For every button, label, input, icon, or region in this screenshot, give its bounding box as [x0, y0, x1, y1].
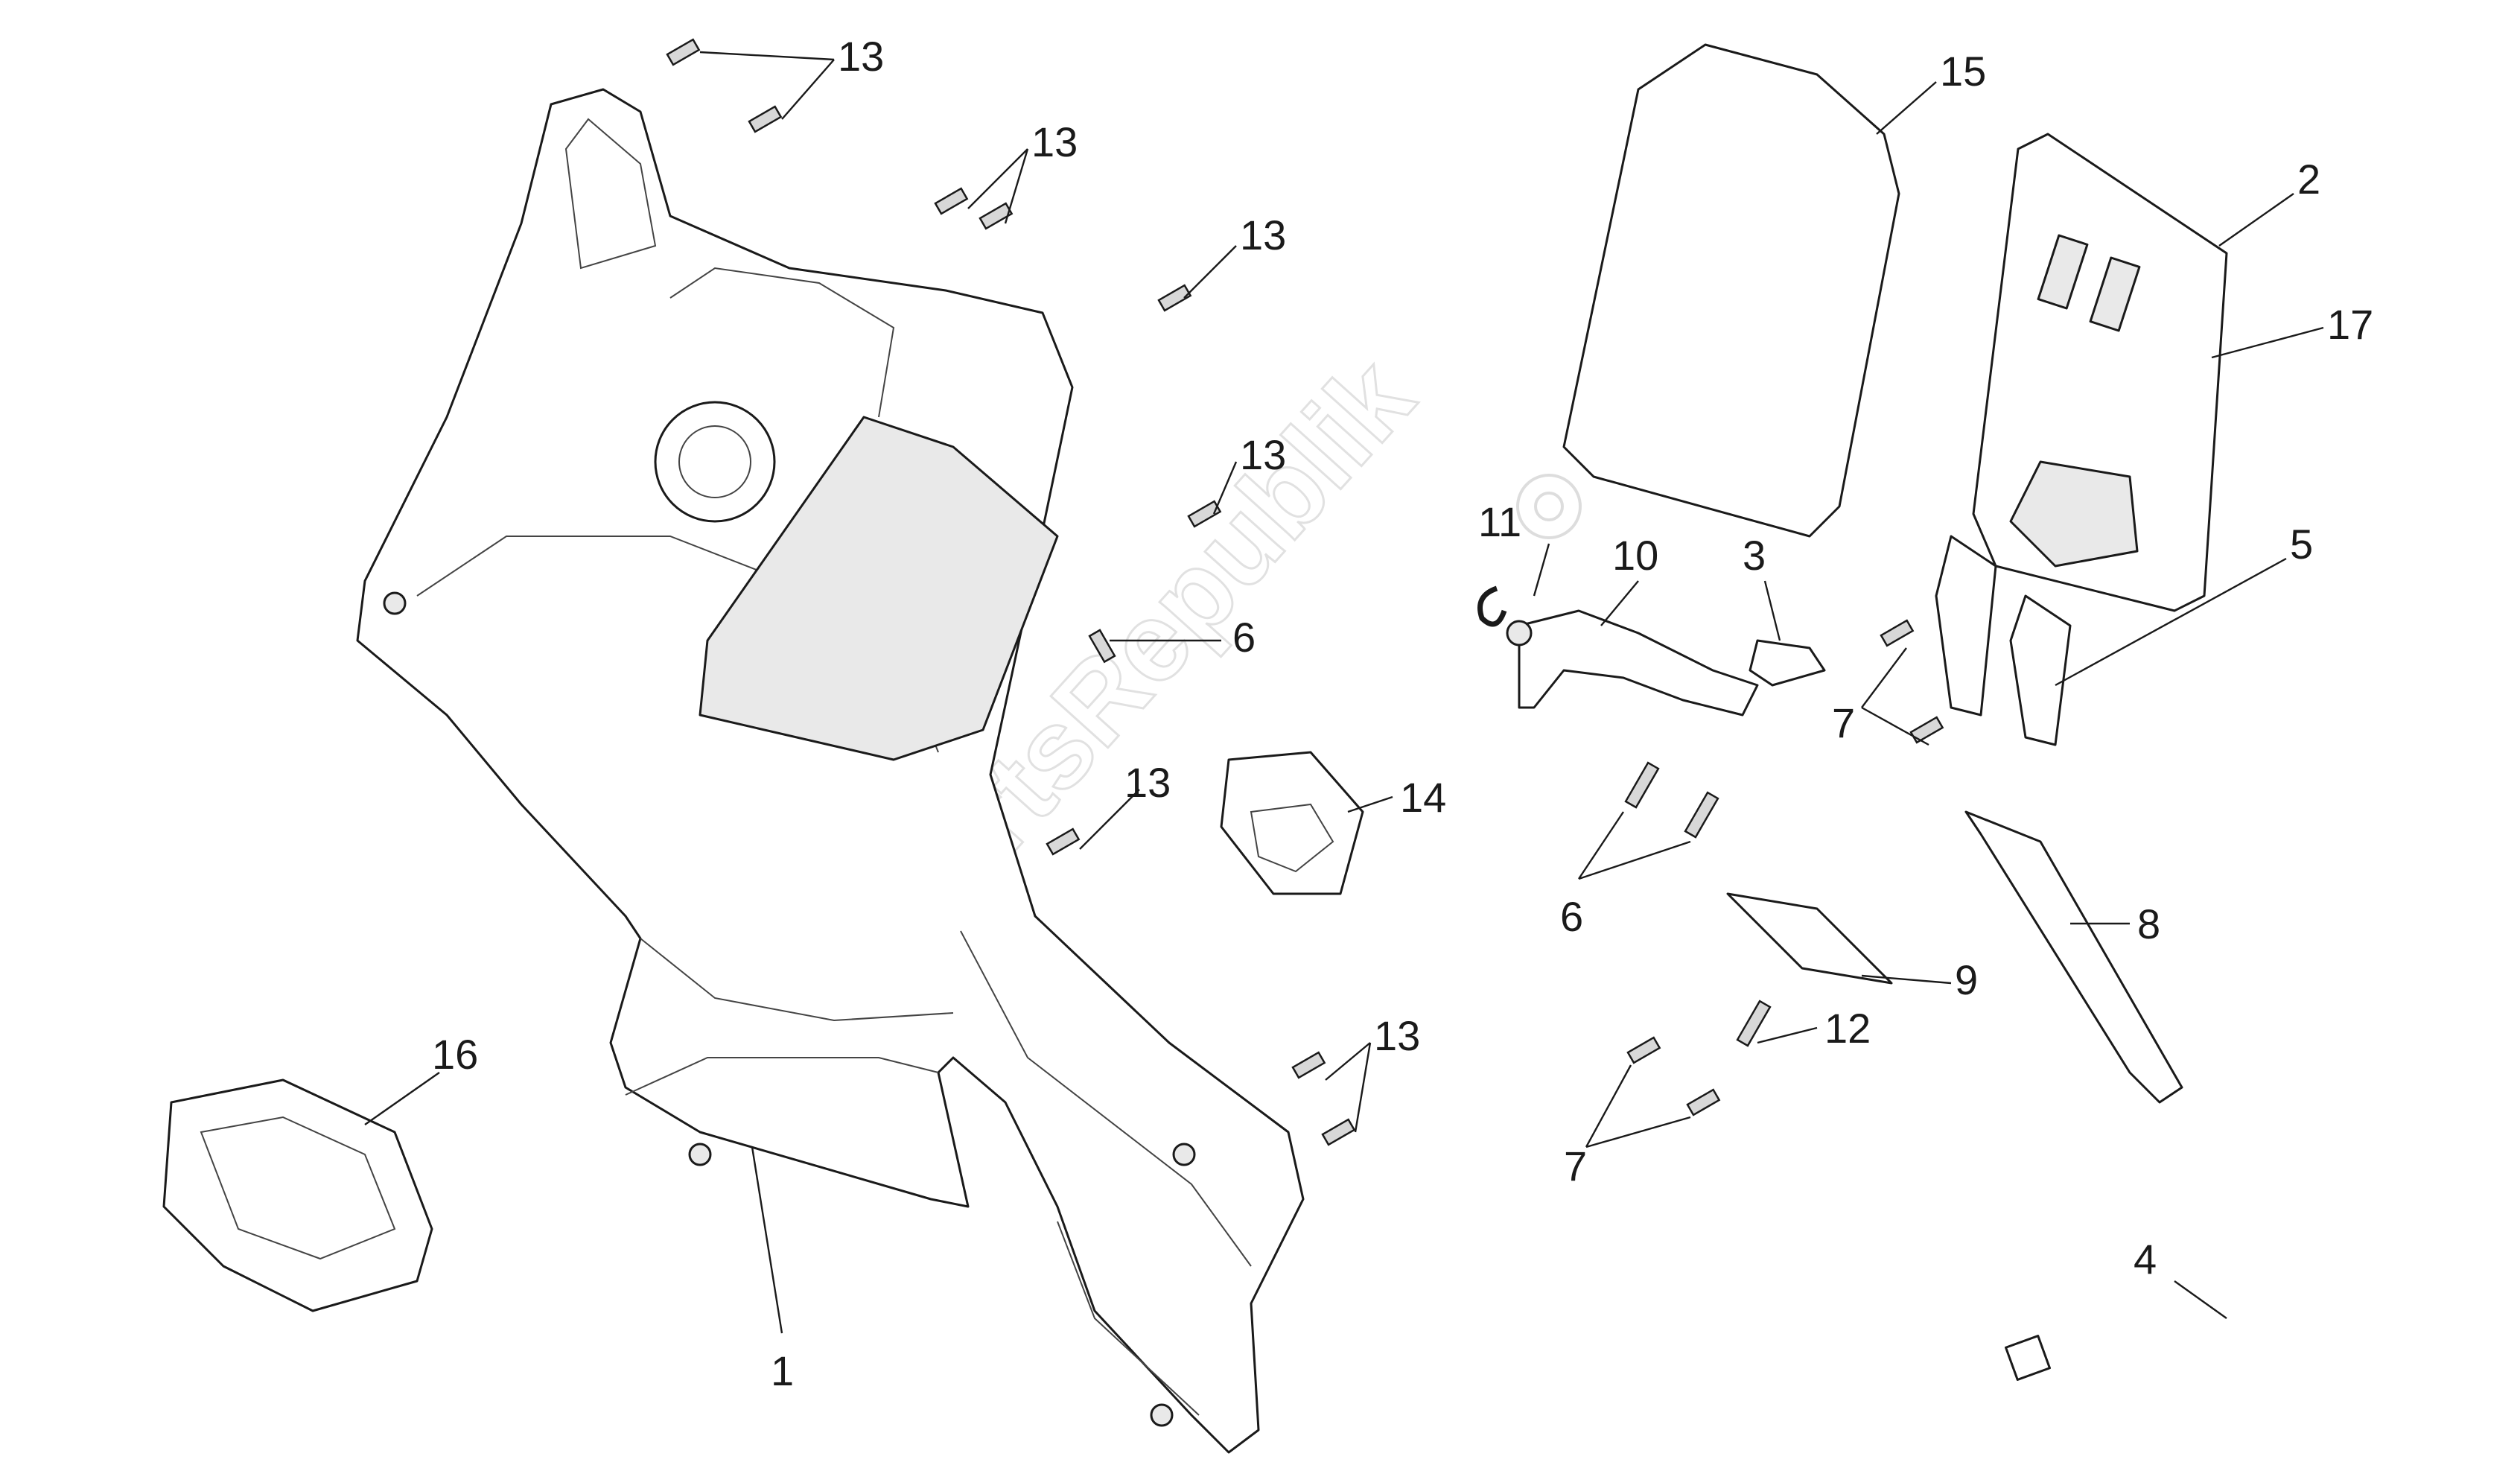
callout-5: 5: [2290, 521, 2313, 568]
part-4-nut: [2005, 1335, 2051, 1381]
callout-10: 10: [1612, 532, 1658, 579]
callout-9: 9: [1955, 956, 1978, 1003]
screw-icon: [1157, 284, 1192, 312]
part-10-lock-rod: [1506, 609, 1759, 717]
callouts: 13 13 13 13 6 13 14 16 13 1 15 2 17 5 11…: [432, 33, 2373, 1394]
callout-13: 13: [838, 33, 884, 80]
callout-6: 6: [1232, 614, 1256, 661]
part-8-trim-strip: [1964, 810, 2183, 1104]
callout-7: 7: [1832, 699, 1855, 746]
leader-lines: [364, 51, 2324, 1334]
callout-12: 12: [1824, 1005, 1871, 1052]
screw-icon: [934, 187, 969, 215]
screw-icon: [1684, 791, 1719, 839]
part-14-cap: [1220, 751, 1364, 895]
part-2-glove-box-door: [1972, 133, 2228, 612]
screw-icon: [1321, 1118, 1356, 1146]
callout-6: 6: [1560, 893, 1583, 940]
screw-icon: [1046, 827, 1081, 856]
callout-17: 17: [2327, 301, 2373, 348]
part-5-hinge-bracket: [1935, 535, 2072, 746]
callout-1: 1: [771, 1347, 794, 1394]
screw-icon: [1088, 629, 1116, 664]
part-3-latch: [1749, 639, 1826, 687]
screw-icon: [1624, 761, 1660, 809]
callout-13: 13: [1374, 1012, 1420, 1059]
screw-icon: [979, 202, 1014, 230]
callout-2: 2: [2297, 156, 2320, 203]
screw-icon: [1291, 1051, 1326, 1079]
callout-15: 15: [1940, 48, 1986, 95]
callout-16: 16: [432, 1031, 478, 1078]
callout-7: 7: [1564, 1143, 1587, 1189]
callout-13: 13: [1240, 212, 1286, 258]
screw-icon: [1880, 619, 1915, 647]
part-16-rubber-mat: [162, 1078, 433, 1312]
callout-14: 14: [1400, 774, 1446, 821]
screw-icon: [1736, 1000, 1772, 1047]
callout-4: 4: [2134, 1236, 2157, 1283]
watermark-gear-icon: [1516, 474, 1582, 539]
screw-icon: [666, 38, 701, 66]
part-15-panel: [1562, 43, 1900, 538]
callout-11: 11: [1478, 498, 1521, 545]
part-9-clip: [1726, 892, 1893, 985]
part-1-inner-shield: [356, 88, 1305, 1454]
callout-3: 3: [1743, 532, 1766, 579]
screw-icon: [1909, 716, 1944, 744]
part-11-spring: [1477, 585, 1507, 627]
screw-icon: [1686, 1088, 1721, 1116]
callout-13: 13: [1124, 759, 1171, 806]
callout-8: 8: [2137, 900, 2160, 947]
screw-icon: [748, 105, 783, 133]
callout-13: 13: [1031, 118, 1078, 165]
callout-13: 13: [1240, 431, 1286, 478]
screw-icon: [1626, 1036, 1661, 1064]
screws: [666, 38, 1944, 1146]
